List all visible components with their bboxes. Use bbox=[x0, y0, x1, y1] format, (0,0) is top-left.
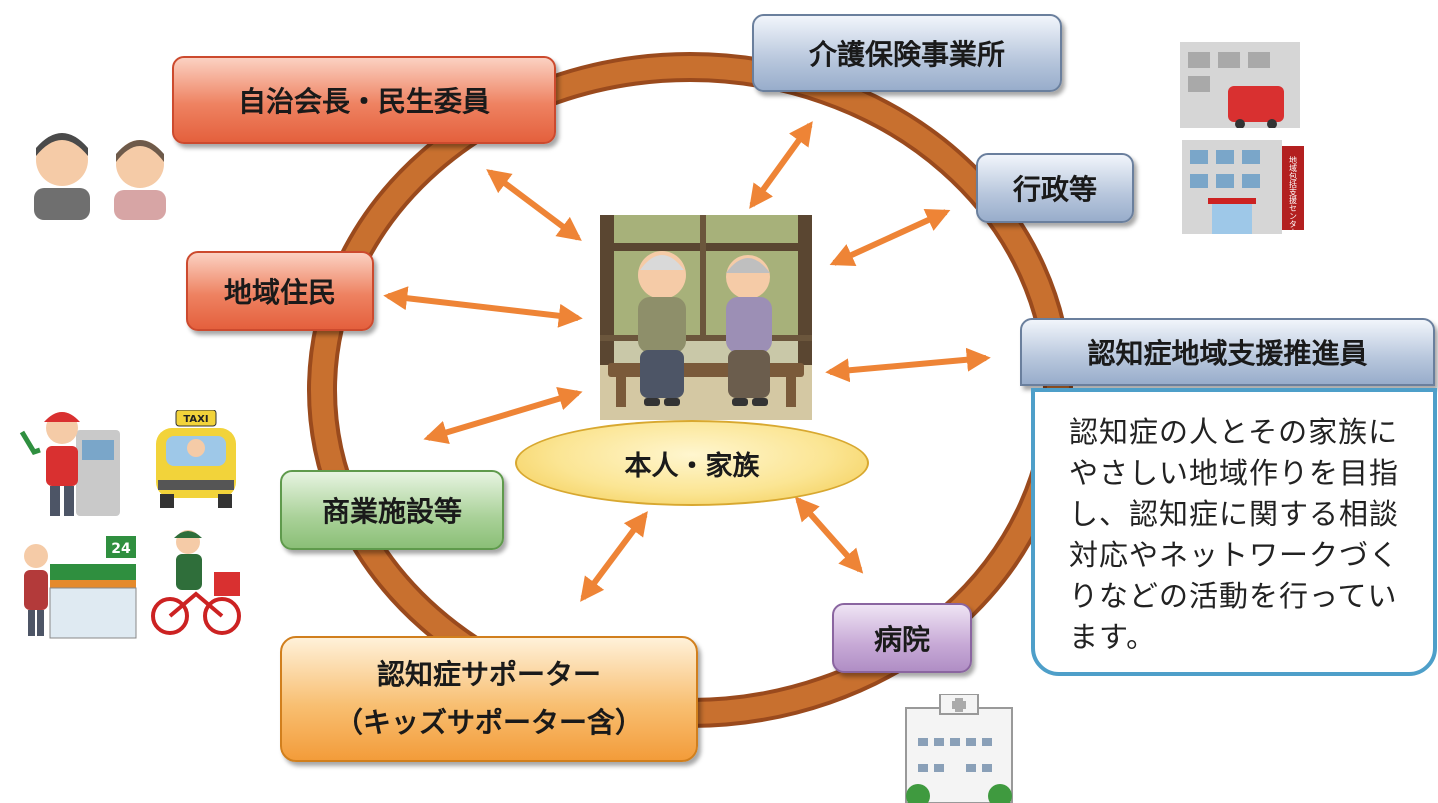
node-dementia-supporter: 認知症サポーター （キッズサポーター含） bbox=[280, 636, 698, 762]
support-center-illustration: 地域包括支援センター bbox=[1182, 140, 1304, 234]
node-hospital: 病院 bbox=[832, 603, 972, 673]
supporter-line1: 認知症サポーター bbox=[376, 658, 601, 691]
desc-line: し、認知症に関する相談 bbox=[1069, 497, 1400, 531]
promoter-description: 認知症の人とその家族に やさしい地域作りを目指 し、認知症に関する相談 対応やネ… bbox=[1031, 388, 1437, 676]
node-care-insurance-office: 介護保険事業所 bbox=[752, 14, 1062, 92]
arrow-care bbox=[749, 121, 813, 209]
supporter-line2: （キッズサポーター含） bbox=[334, 706, 643, 739]
node-dementia-promoter: 認知症地域支援推進員 bbox=[1020, 318, 1435, 386]
taxi-illustration: TAXI bbox=[156, 410, 236, 508]
hospital-illustration bbox=[905, 694, 1013, 803]
desc-line: 対応やネットワークづく bbox=[1069, 538, 1400, 572]
arrow-admin bbox=[829, 209, 951, 266]
convenience-store-illustration: 24 bbox=[24, 536, 137, 639]
community-leaders-illustration bbox=[34, 133, 166, 220]
center-sign-text: 地域包括支援センター bbox=[1289, 155, 1298, 234]
arrow-promoter bbox=[825, 347, 991, 383]
desc-line: 認知症の人とその家族に bbox=[1069, 415, 1399, 449]
node-administration: 行政等 bbox=[976, 153, 1134, 223]
desc-line: りなどの活動を行ってい bbox=[1069, 579, 1398, 613]
desc-line: ます。 bbox=[1069, 620, 1157, 654]
arrow-commerce bbox=[423, 387, 583, 444]
couple-illustration bbox=[600, 215, 812, 420]
fire-station-illustration bbox=[1180, 42, 1300, 128]
store-sign-text: 24 bbox=[111, 541, 131, 557]
arrow-residents bbox=[383, 286, 583, 328]
center-label: 本人・家族 bbox=[624, 450, 760, 482]
arrow-hospital bbox=[794, 496, 864, 574]
taxi-sign-text: TAXI bbox=[183, 414, 208, 425]
postman-illustration bbox=[151, 530, 241, 635]
arrow-chief bbox=[486, 169, 582, 241]
node-chief-welfare: 自治会長・民生委員 bbox=[172, 56, 556, 144]
node-commercial-facilities: 商業施設等 bbox=[280, 470, 504, 550]
center-person-family: 本人・家族 bbox=[515, 420, 869, 506]
node-local-residents: 地域住民 bbox=[186, 251, 374, 331]
desc-line: やさしい地域作りを目指 bbox=[1069, 456, 1400, 490]
gas-station-illustration bbox=[19, 412, 120, 516]
arrow-supporter bbox=[580, 511, 648, 602]
